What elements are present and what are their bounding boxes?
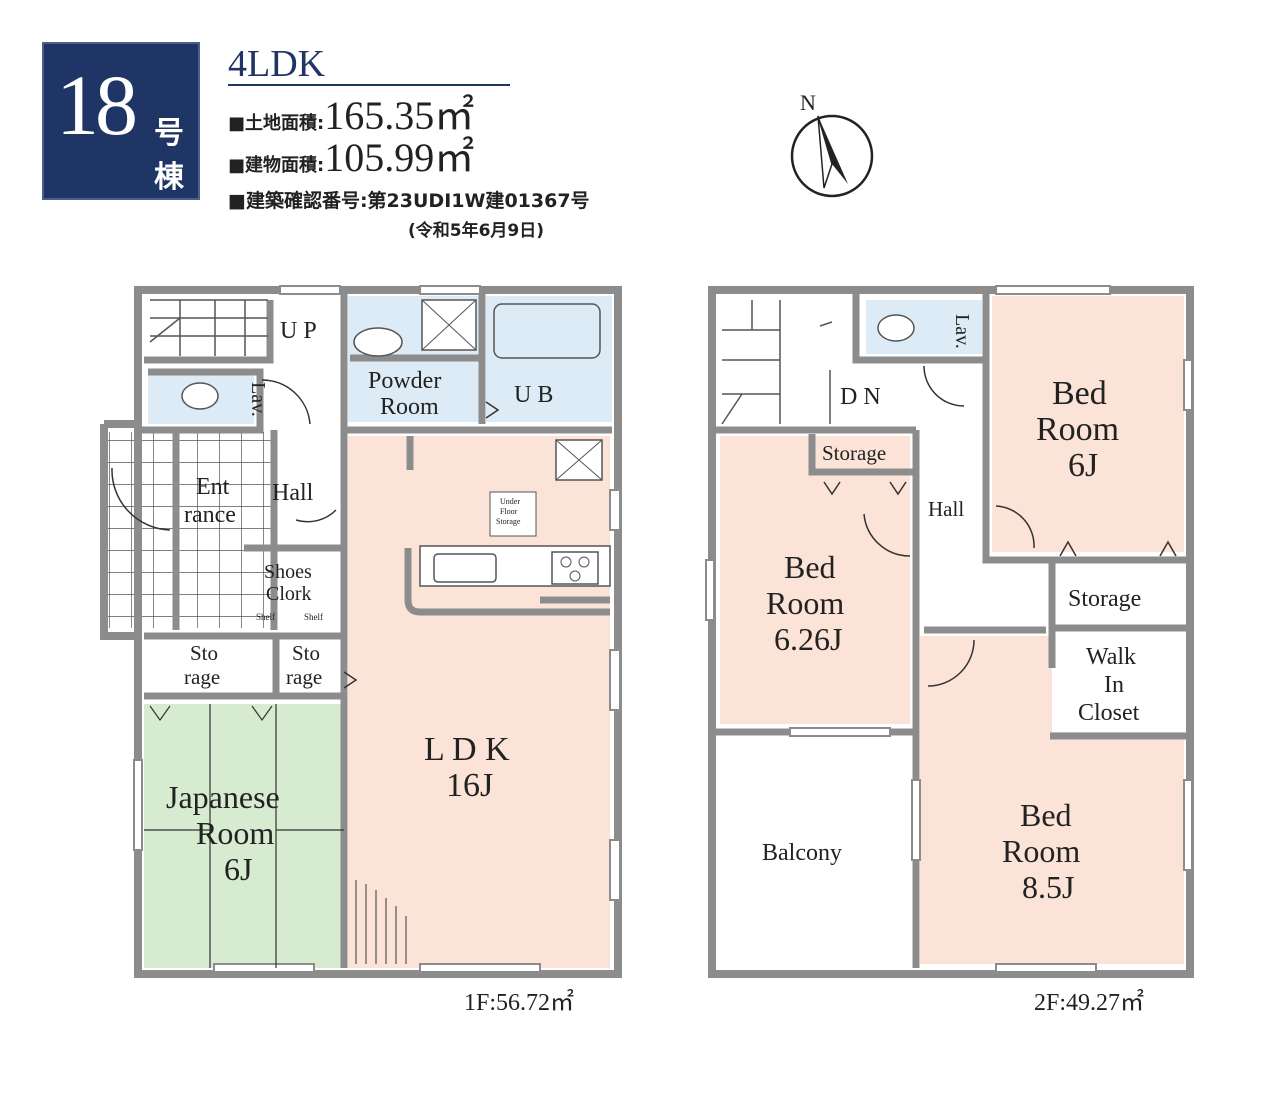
bed1-floor xyxy=(992,296,1184,552)
north-arrow-tail-icon xyxy=(817,115,833,189)
under-floor-label-2: Floor xyxy=(500,507,518,516)
shoes-label-2: Clork xyxy=(266,583,312,605)
entrance-label-1: Ent xyxy=(196,474,230,500)
powder-label-1: Powder xyxy=(368,368,441,394)
2f-outer-wall xyxy=(708,286,1194,978)
floor1-area: 1F:56.72㎡ xyxy=(464,989,574,1016)
bed3-label-3: 8.5J xyxy=(1022,869,1074,905)
storage-b-label: Storage xyxy=(1068,586,1141,612)
compass-ring xyxy=(790,114,874,198)
wic-label-3: Closet xyxy=(1078,700,1140,726)
land-area-value: 165.35㎡ xyxy=(324,93,475,138)
building-suffix: 号棟 xyxy=(154,116,184,195)
shoes-label-1: Shoes xyxy=(264,561,312,583)
permit-number: ■建築確認番号:第23UDI1W建01367号 xyxy=(228,190,590,212)
balcony-label: Balcony xyxy=(762,840,842,866)
ldk-label-1: L D K xyxy=(424,731,510,768)
floor-1-plan: U P Lav. Powder Room U B Ent rance Hall … xyxy=(100,285,622,1016)
compass: N xyxy=(790,90,874,198)
land-area-label: ■土地面積: xyxy=(228,113,325,134)
bed2-floor xyxy=(720,436,910,724)
under-floor-label-3: Storage xyxy=(496,517,521,526)
building-area-row: ■建物面積:105.99㎡ xyxy=(228,138,474,178)
entrance-tiles xyxy=(108,432,274,628)
storage-a-label: Storage xyxy=(822,441,886,465)
bed3-label-1: Bed xyxy=(1020,797,1072,833)
bed1-label-1: Bed xyxy=(1052,375,1107,412)
north-label: N xyxy=(800,90,816,115)
permit-date: (令和5年6月9日) xyxy=(408,221,545,241)
japanese-label-2: Room xyxy=(196,815,274,851)
title-underline xyxy=(228,84,510,86)
shelf-label-b: Shelf xyxy=(304,612,323,622)
north-arrow-icon xyxy=(818,116,848,184)
floor-2-plan: D N Lav. Bed Room 6J Storage Hall Bed Ro… xyxy=(705,285,1194,1016)
ub-label: U B xyxy=(514,382,553,408)
bed3-label-2: Room xyxy=(1002,833,1080,869)
storage-label-b-2: rage xyxy=(286,665,322,689)
bed2-label-3: 6.26J xyxy=(774,621,842,657)
wic-label-2: In xyxy=(1104,672,1124,698)
stove xyxy=(551,551,599,585)
ldk-label-2: 16J xyxy=(446,767,493,804)
toilet-2f xyxy=(877,314,915,342)
kitchen-sink xyxy=(433,553,497,583)
japanese-label-3: 6J xyxy=(224,851,252,887)
entrance-label-2: rance xyxy=(184,502,236,528)
bed2-label-2: Room xyxy=(766,585,844,621)
shelf-label-a: Shelf xyxy=(256,612,275,622)
layout-type: 4LDK xyxy=(228,43,326,85)
lav-label-1f: Lav. xyxy=(247,382,269,417)
japanese-room-floor xyxy=(144,704,344,968)
lav-label-2f: Lav. xyxy=(951,314,973,349)
building-number: 18 xyxy=(56,57,138,153)
building-area-label: ■建物面積: xyxy=(228,155,325,176)
japanese-label-1: Japanese xyxy=(166,779,280,815)
bathtub xyxy=(493,303,601,359)
dn-label: D N xyxy=(840,384,881,410)
wic-floor xyxy=(1052,636,1184,732)
floor2-area: 2F:49.27㎡ xyxy=(1034,989,1144,1016)
washbasin xyxy=(353,327,403,357)
building-area-value: 105.99㎡ xyxy=(324,135,475,180)
storage-label-a-2: rage xyxy=(184,665,220,689)
land-area-row: ■土地面積:165.35㎡ xyxy=(228,96,474,136)
building-number-badge: 18 号棟 xyxy=(42,42,200,200)
storage-label-a-1: Sto xyxy=(190,641,218,665)
toilet-1f xyxy=(181,382,219,410)
bed1-label-2: Room xyxy=(1036,411,1119,448)
powder-label-2: Room xyxy=(380,394,439,420)
hall-label-2f: Hall xyxy=(928,497,964,521)
hall-label-1f: Hall xyxy=(272,480,314,506)
wic-label-1: Walk xyxy=(1086,644,1136,670)
storage-label-b-1: Sto xyxy=(292,641,320,665)
up-label: U P xyxy=(280,318,317,344)
bed2-label-1: Bed xyxy=(784,549,836,585)
bed1-label-3: 6J xyxy=(1068,447,1098,484)
under-floor-label-1: Under xyxy=(500,497,520,506)
